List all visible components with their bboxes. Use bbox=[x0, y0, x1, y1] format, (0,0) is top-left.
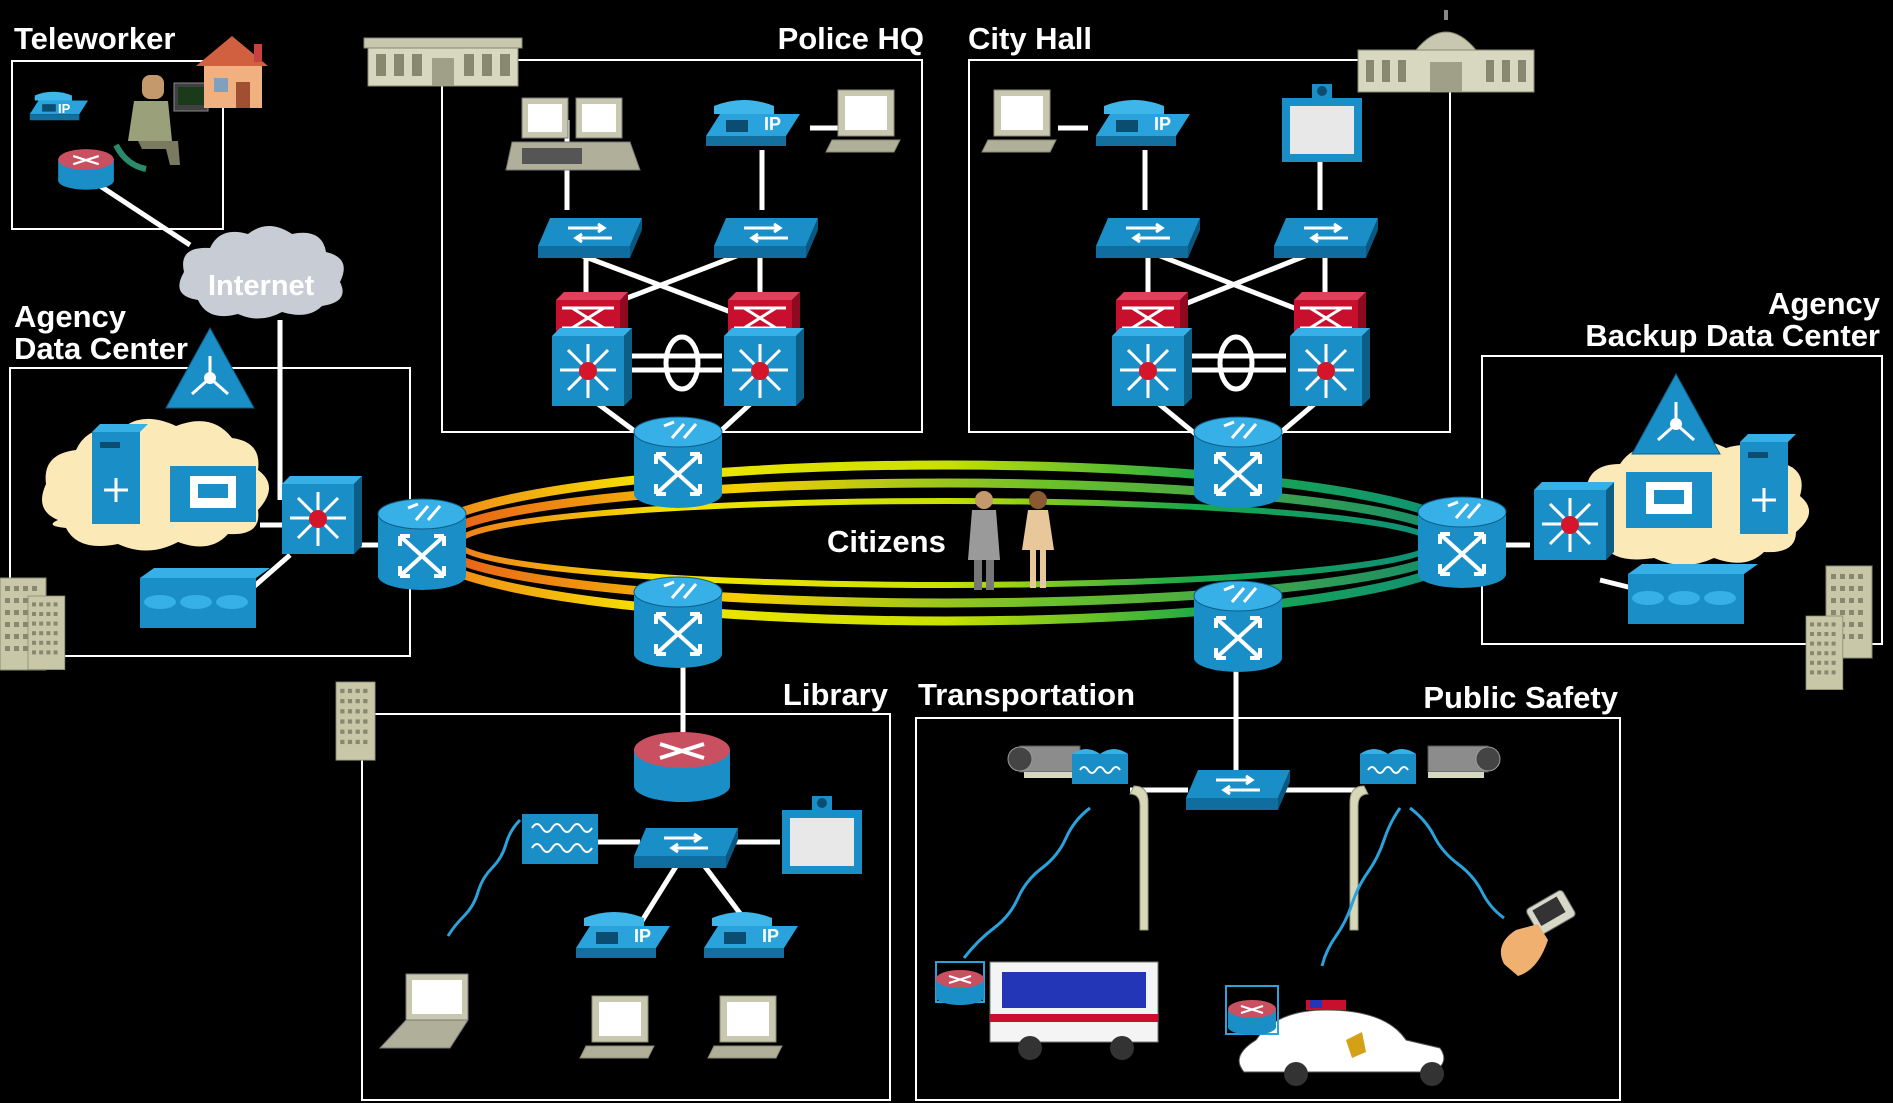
handheld-device-icon bbox=[1500, 889, 1576, 976]
traffic-camera-left-icon bbox=[1007, 745, 1081, 779]
city-hall-video-icon bbox=[1282, 84, 1362, 162]
library-access-point-icon bbox=[522, 814, 598, 864]
teleworker-label: Teleworker bbox=[14, 21, 176, 56]
city-hall-building-icon bbox=[1357, 10, 1535, 93]
teleworker-router-icon bbox=[56, 147, 115, 191]
backup-dc-storage-icon bbox=[1628, 564, 1758, 624]
police-access-switch-left-icon bbox=[536, 216, 644, 260]
wireless-links bbox=[446, 806, 1505, 967]
library-laptop-icon bbox=[378, 973, 469, 1049]
ring-switch-library-icon bbox=[632, 575, 724, 670]
library-pc-right-icon bbox=[707, 995, 783, 1059]
ip-phone-text: IP bbox=[58, 101, 71, 116]
ip-phone-text: IP bbox=[762, 926, 780, 946]
backup-dc-core-switch-icon bbox=[1532, 480, 1616, 562]
police-car-icon bbox=[1225, 985, 1445, 1086]
ip-phone-text: IP bbox=[634, 926, 652, 946]
police-core-switch-left-icon bbox=[550, 326, 634, 408]
agency-dc-label-line1: Agency bbox=[14, 299, 126, 334]
agency-dc-label-line2: Data Center bbox=[14, 331, 188, 366]
ring-switch-transport-icon bbox=[1192, 579, 1284, 674]
backup-dc-call-manager-icon bbox=[1626, 472, 1712, 528]
library-box bbox=[361, 713, 891, 1101]
ring-switch-police-icon bbox=[632, 415, 724, 510]
teleworker-user-icon bbox=[113, 75, 209, 172]
library-pc-left-icon bbox=[579, 995, 655, 1059]
backup-dc-label-line2: Backup Data Center bbox=[1585, 318, 1880, 353]
agency-dc-call-manager-icon bbox=[170, 466, 256, 522]
police-hq-label: Police HQ bbox=[777, 21, 924, 56]
transportation-label: Transportation bbox=[918, 677, 1136, 712]
police-ip-phone-icon bbox=[706, 100, 800, 146]
internet-cloud-icon bbox=[179, 226, 344, 319]
library-label: Library bbox=[782, 677, 888, 712]
teleworker-box bbox=[11, 60, 224, 230]
ring-switch-agency-dc-icon bbox=[376, 497, 468, 592]
ring-switch-city-hall-icon bbox=[1192, 415, 1284, 510]
safety-access-point-icon bbox=[1359, 748, 1417, 785]
agency-dc-director-icon bbox=[165, 326, 255, 409]
citizen-man-icon bbox=[968, 491, 1000, 590]
ip-phone-text: IP bbox=[764, 114, 782, 134]
library-building-icon bbox=[335, 681, 376, 761]
backup-dc-server-icon bbox=[1740, 434, 1796, 534]
city-hall-core-switch-left-icon bbox=[1110, 326, 1194, 408]
public-safety-label: Public Safety bbox=[1423, 680, 1618, 715]
bus-icon bbox=[935, 961, 1159, 1060]
etherchannel-icon bbox=[663, 334, 701, 392]
city-hall-access-switch-right-icon bbox=[1272, 216, 1380, 260]
library-router-icon bbox=[632, 730, 732, 804]
police-pc-icon bbox=[825, 89, 901, 153]
transport-switch-icon bbox=[1184, 768, 1292, 812]
agency-dc-building-icon bbox=[27, 595, 66, 670]
house-icon bbox=[196, 36, 268, 108]
internet-label: Internet bbox=[208, 270, 315, 302]
etherchannel-icon bbox=[1217, 334, 1255, 392]
transport-access-point-icon bbox=[1071, 748, 1129, 785]
library-video-icon bbox=[782, 796, 862, 874]
police-access-switch-right-icon bbox=[712, 216, 820, 260]
university-building-icon bbox=[363, 37, 523, 87]
library-ip-phone-left-icon bbox=[576, 912, 670, 958]
citizens-label: Citizens bbox=[827, 524, 946, 559]
city-hall-pc-icon bbox=[981, 89, 1057, 153]
police-core-switch-right-icon bbox=[722, 326, 806, 408]
city-hall-access-switch-left-icon bbox=[1094, 216, 1202, 260]
agency-dc-server-icon bbox=[92, 424, 148, 524]
transport-safety-box bbox=[915, 717, 1621, 1101]
agency-dc-core-switch-icon bbox=[280, 474, 364, 556]
backup-dc-building-icon bbox=[1805, 615, 1844, 690]
backup-dc-director-icon bbox=[1631, 372, 1721, 455]
library-switch-icon bbox=[632, 826, 740, 870]
ring-switch-backup-dc-icon bbox=[1416, 495, 1508, 590]
agency-dc-storage-icon bbox=[140, 568, 270, 628]
ip-phone-text: IP bbox=[1154, 114, 1172, 134]
city-hall-core-switch-right-icon bbox=[1288, 326, 1372, 408]
citizen-woman-icon bbox=[1022, 491, 1054, 588]
backup-dc-label-line1: Agency bbox=[1768, 286, 1880, 321]
traffic-camera-right-icon bbox=[1427, 745, 1501, 779]
dispatch-console-icon bbox=[505, 97, 641, 171]
library-ip-phone-right-icon bbox=[704, 912, 798, 958]
city-hall-label: City Hall bbox=[968, 21, 1093, 56]
city-hall-ip-phone-icon bbox=[1096, 100, 1190, 146]
metro-ring bbox=[413, 460, 1479, 626]
